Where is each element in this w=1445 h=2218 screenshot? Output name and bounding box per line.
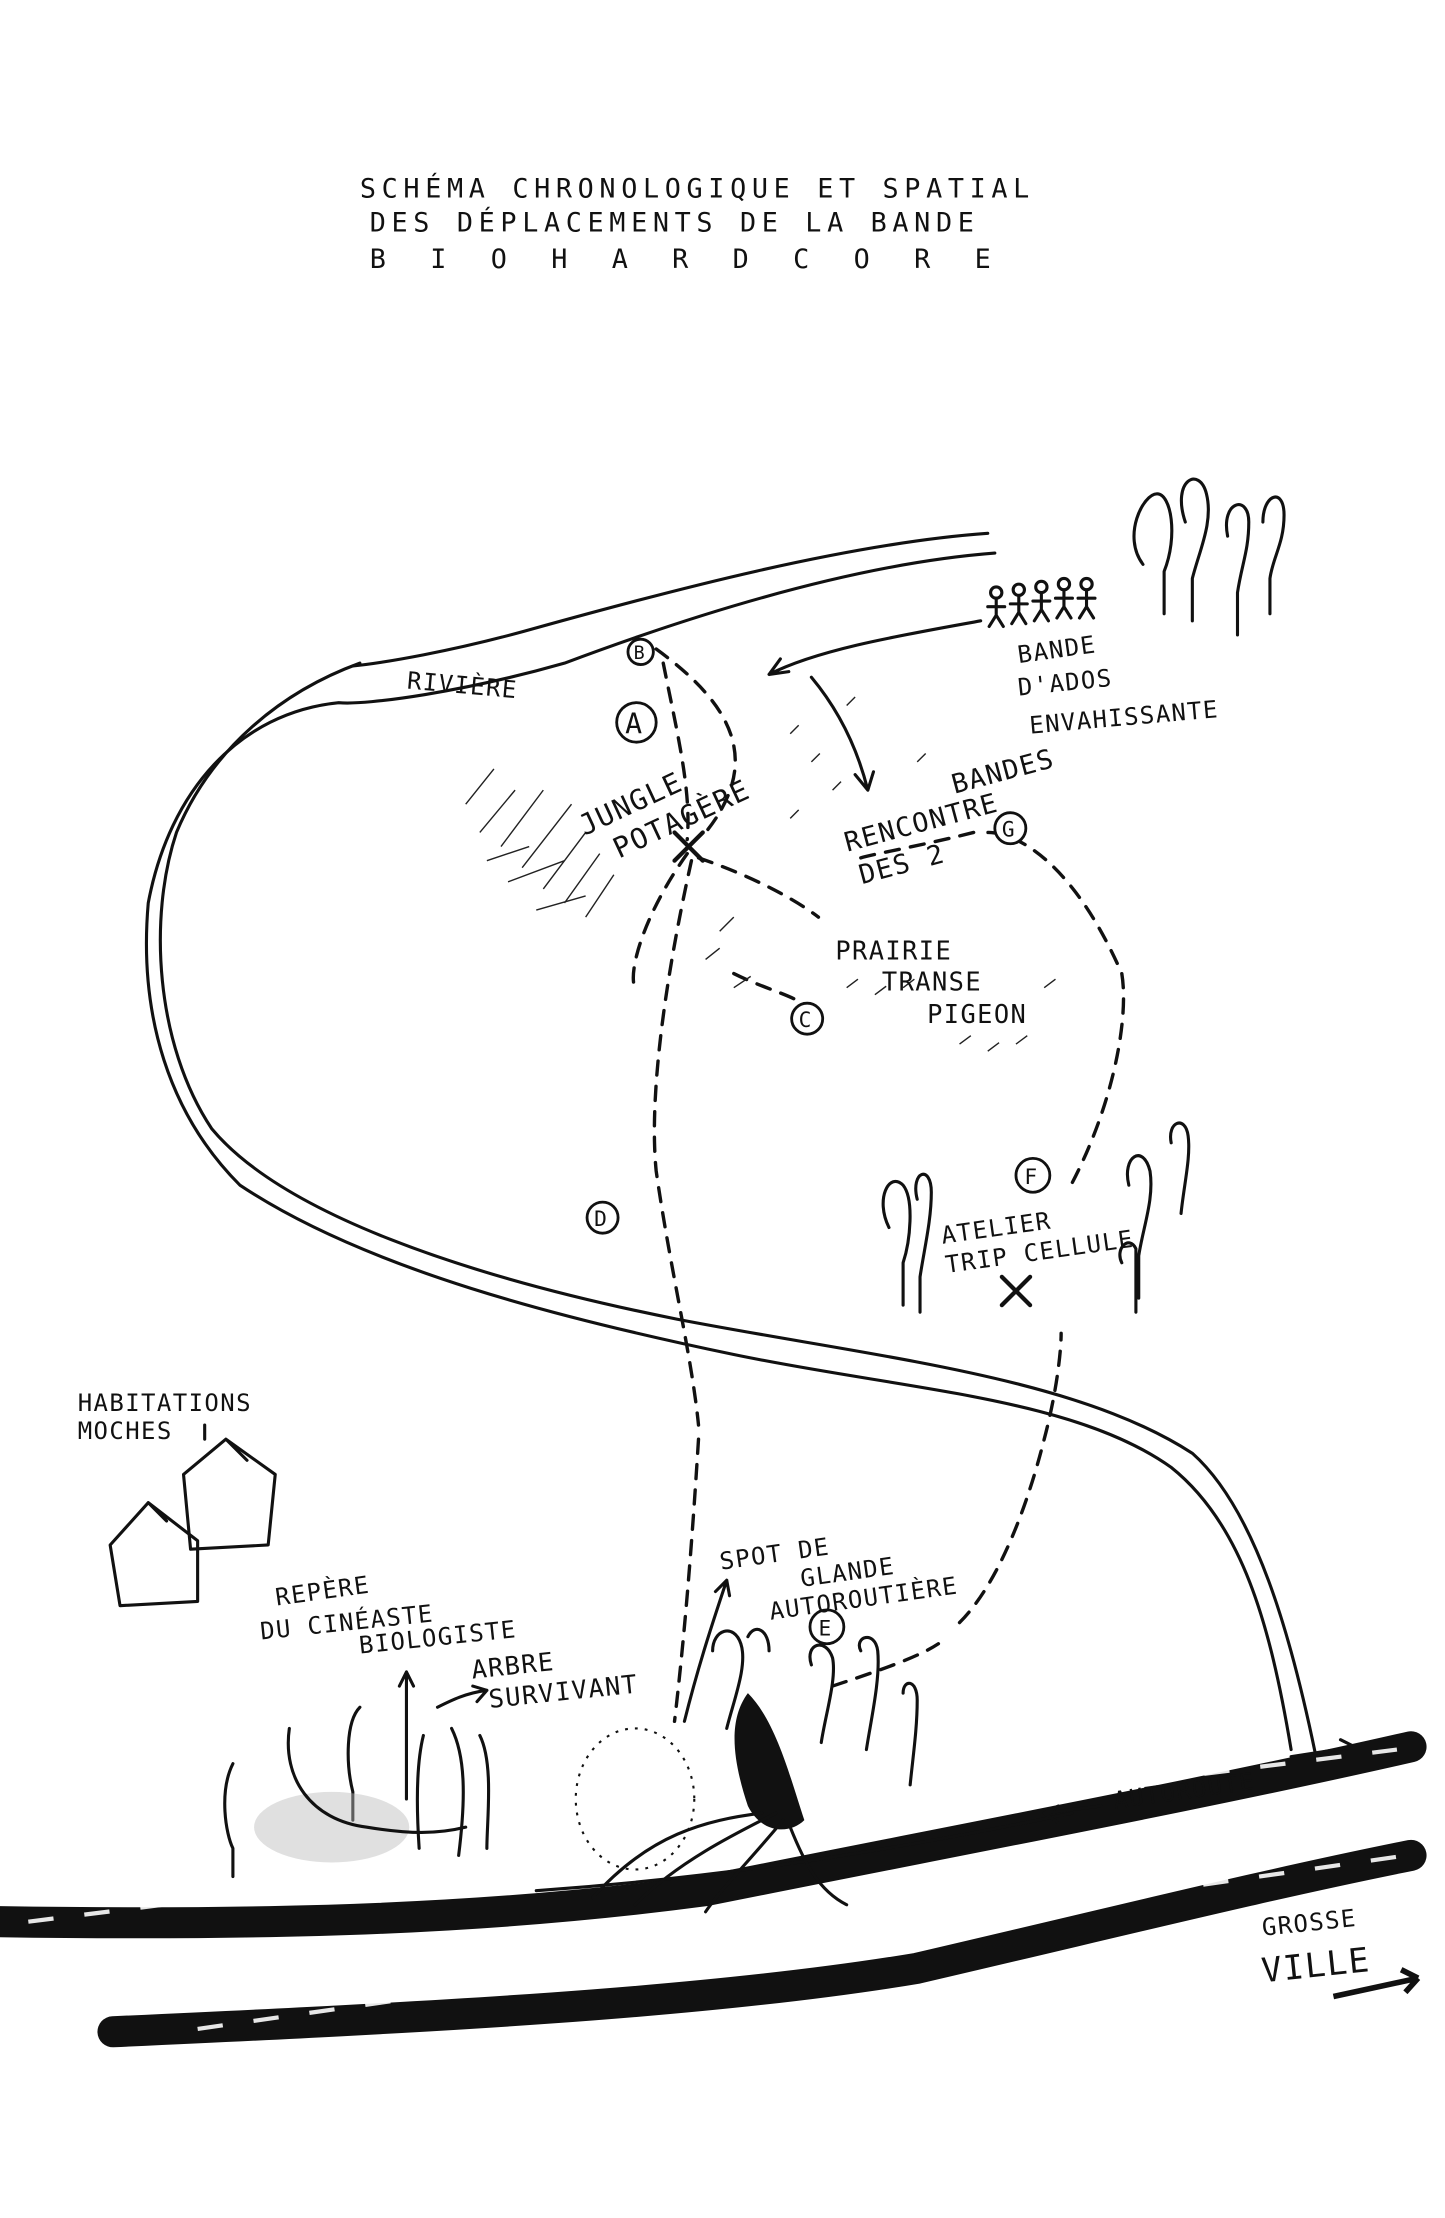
route-path — [631, 647, 1126, 1724]
teen-gang-figures — [986, 576, 1097, 629]
trees — [223, 477, 1286, 1879]
label-line: MOCHES — [78, 1417, 173, 1445]
marker-label: D — [594, 1206, 607, 1231]
label-repere: REPÈRE DU CINÉASTE BIOLOGISTE — [259, 1570, 518, 1660]
label-bande: BANDE D'ADOS ENVAHISSANTE — [1016, 630, 1220, 739]
title-line-2: DES DÉPLACEMENTS DE LA BANDE — [370, 206, 980, 238]
label-line: PRAIRIE — [835, 935, 952, 965]
gang-arrow — [767, 619, 983, 676]
filmmaker-arrow — [397, 1670, 416, 1801]
map-title: SCHÉMA CHRONOLOGIQUE ET SPATIAL DES DÉPL… — [360, 173, 1035, 276]
autoroute-arrow — [1289, 1738, 1357, 1759]
label-atelier: ATELIER TRIP CELLULE — [939, 1207, 1135, 1280]
route-markers: A B C D E F G — [585, 637, 1052, 1646]
autoroute-left-arrow — [1042, 1804, 1103, 1824]
marker-g[interactable]: G — [993, 811, 1028, 846]
tree-arrow — [435, 1684, 489, 1709]
surviving-tree-roots — [591, 1693, 849, 1914]
river — [144, 531, 1317, 1754]
marker-label: E — [818, 1615, 831, 1640]
filmmaker-hideout — [286, 1726, 468, 1834]
title-line-1: SCHÉMA CHRONOLOGIQUE ET SPATIAL — [360, 173, 1035, 205]
label-line: GROSSE — [1261, 1904, 1358, 1942]
marker-label: A — [625, 708, 642, 741]
label-riviere: RIVIÈRE — [406, 666, 519, 705]
label-habitations: HABITATIONS MOCHES — [78, 1389, 252, 1445]
label-arbre: ARBRE SURVIVANT — [470, 1646, 640, 1714]
label-line: BANDE — [1016, 630, 1098, 669]
label-prairie: PRAIRIE TRANSE PIGEON — [835, 935, 1027, 1029]
vegetation-hatching — [465, 696, 1056, 1052]
marker-b[interactable]: B — [626, 637, 655, 666]
marker-e[interactable]: E — [808, 1608, 846, 1646]
label-line: VILLE — [1260, 1940, 1372, 1990]
gathering-circle — [574, 1727, 696, 1871]
label-line: REPÈRE — [273, 1570, 371, 1612]
marker-d[interactable]: D — [585, 1200, 620, 1235]
label-grosse-ville: GROSSE VILLE — [1260, 1904, 1372, 1990]
ink-stain — [254, 1791, 410, 1863]
label-line: BANDES — [948, 743, 1058, 800]
marker-label: F — [1024, 1164, 1037, 1189]
marker-label: G — [1002, 817, 1015, 842]
label-line: D'ADOS — [1016, 664, 1113, 702]
marker-label: B — [634, 643, 645, 664]
label-line: ENVAHISSANTE — [1028, 695, 1220, 739]
x-marks — [672, 830, 1033, 1308]
marker-f[interactable]: F — [1014, 1156, 1052, 1194]
label-jungle: JUNGLE POTAGÈRE — [574, 766, 755, 866]
title-line-3: B I O H A R D C O R E — [370, 244, 1005, 275]
label-rencontre: RENCONTRE DES 2 BANDES — [841, 743, 1058, 891]
meeting-arrow — [809, 675, 876, 792]
label-line: TRANSE — [882, 966, 982, 996]
label-line: HABITATIONS — [78, 1389, 252, 1417]
map-labels: RIVIÈRE JUNGLE POTAGÈRE BANDE D'ADOS ENV… — [78, 630, 1372, 1990]
marker-label: C — [799, 1007, 812, 1032]
marker-a[interactable]: A — [615, 701, 658, 744]
label-line: PIGEON — [927, 999, 1027, 1029]
highway — [0, 1731, 1427, 2048]
marker-c[interactable]: C — [790, 1001, 825, 1036]
city-arrow — [1332, 1967, 1421, 2000]
ugly-houses — [108, 1423, 277, 1608]
spot-arrow — [682, 1578, 732, 1723]
label-spot: SPOT DE GLANDE AUTOROUTIÈRE — [718, 1532, 960, 1625]
